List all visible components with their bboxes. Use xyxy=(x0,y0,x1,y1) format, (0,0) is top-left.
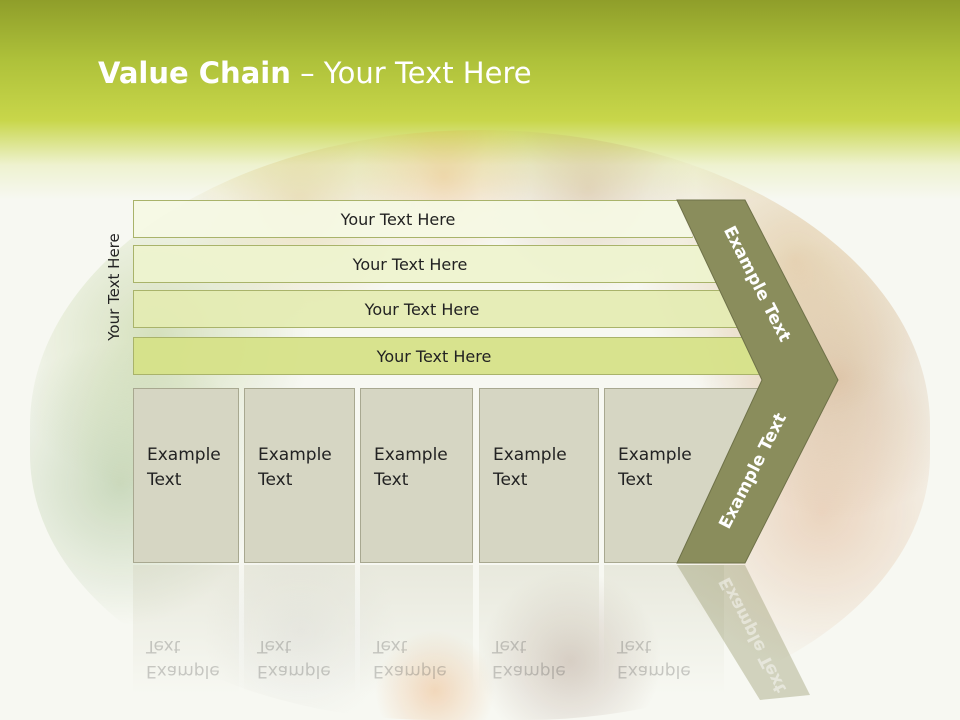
chain-bar-2: Your Text Here xyxy=(133,245,717,283)
chain-bar-3-label: Your Text Here xyxy=(364,299,480,319)
chevron-arrow-reflection xyxy=(677,565,810,700)
activity-box-3: Example Text xyxy=(360,388,473,563)
chain-bar-1: Your Text Here xyxy=(133,200,693,238)
title-rest: – Your Text Here xyxy=(290,56,532,90)
activity-box-3-text: Example Text xyxy=(374,445,448,490)
activity-box-2-text: Example Text xyxy=(258,445,332,490)
activity-box-1-text: Example Text xyxy=(147,445,221,490)
chain-bar-2-label: Your Text Here xyxy=(352,254,468,274)
header-band xyxy=(0,0,960,200)
box-reflection-5: Example Text xyxy=(604,565,724,695)
activity-box-4-text: Example Text xyxy=(493,445,567,490)
chain-bar-1-label: Your Text Here xyxy=(340,209,456,229)
chain-bar-3: Your Text Here xyxy=(133,290,741,328)
box-reflection-4: Example Text xyxy=(479,565,599,695)
activity-box-2: Example Text xyxy=(244,388,355,563)
box-reflection-2: Example Text xyxy=(244,565,355,695)
box-reflection-3: Example Text xyxy=(360,565,473,695)
activity-box-4: Example Text xyxy=(479,388,599,563)
activity-box-5-text: Example Text xyxy=(618,445,692,490)
chain-bar-4-label: Your Text Here xyxy=(376,346,492,366)
chain-bar-4: Your Text Here xyxy=(133,337,765,375)
chevron-arrow xyxy=(676,199,839,564)
activity-box-1: Example Text xyxy=(133,388,239,563)
box-reflection-1: Example Text xyxy=(133,565,239,695)
page-title: Value Chain – Your Text Here xyxy=(98,56,532,90)
title-bold: Value Chain xyxy=(98,56,291,90)
